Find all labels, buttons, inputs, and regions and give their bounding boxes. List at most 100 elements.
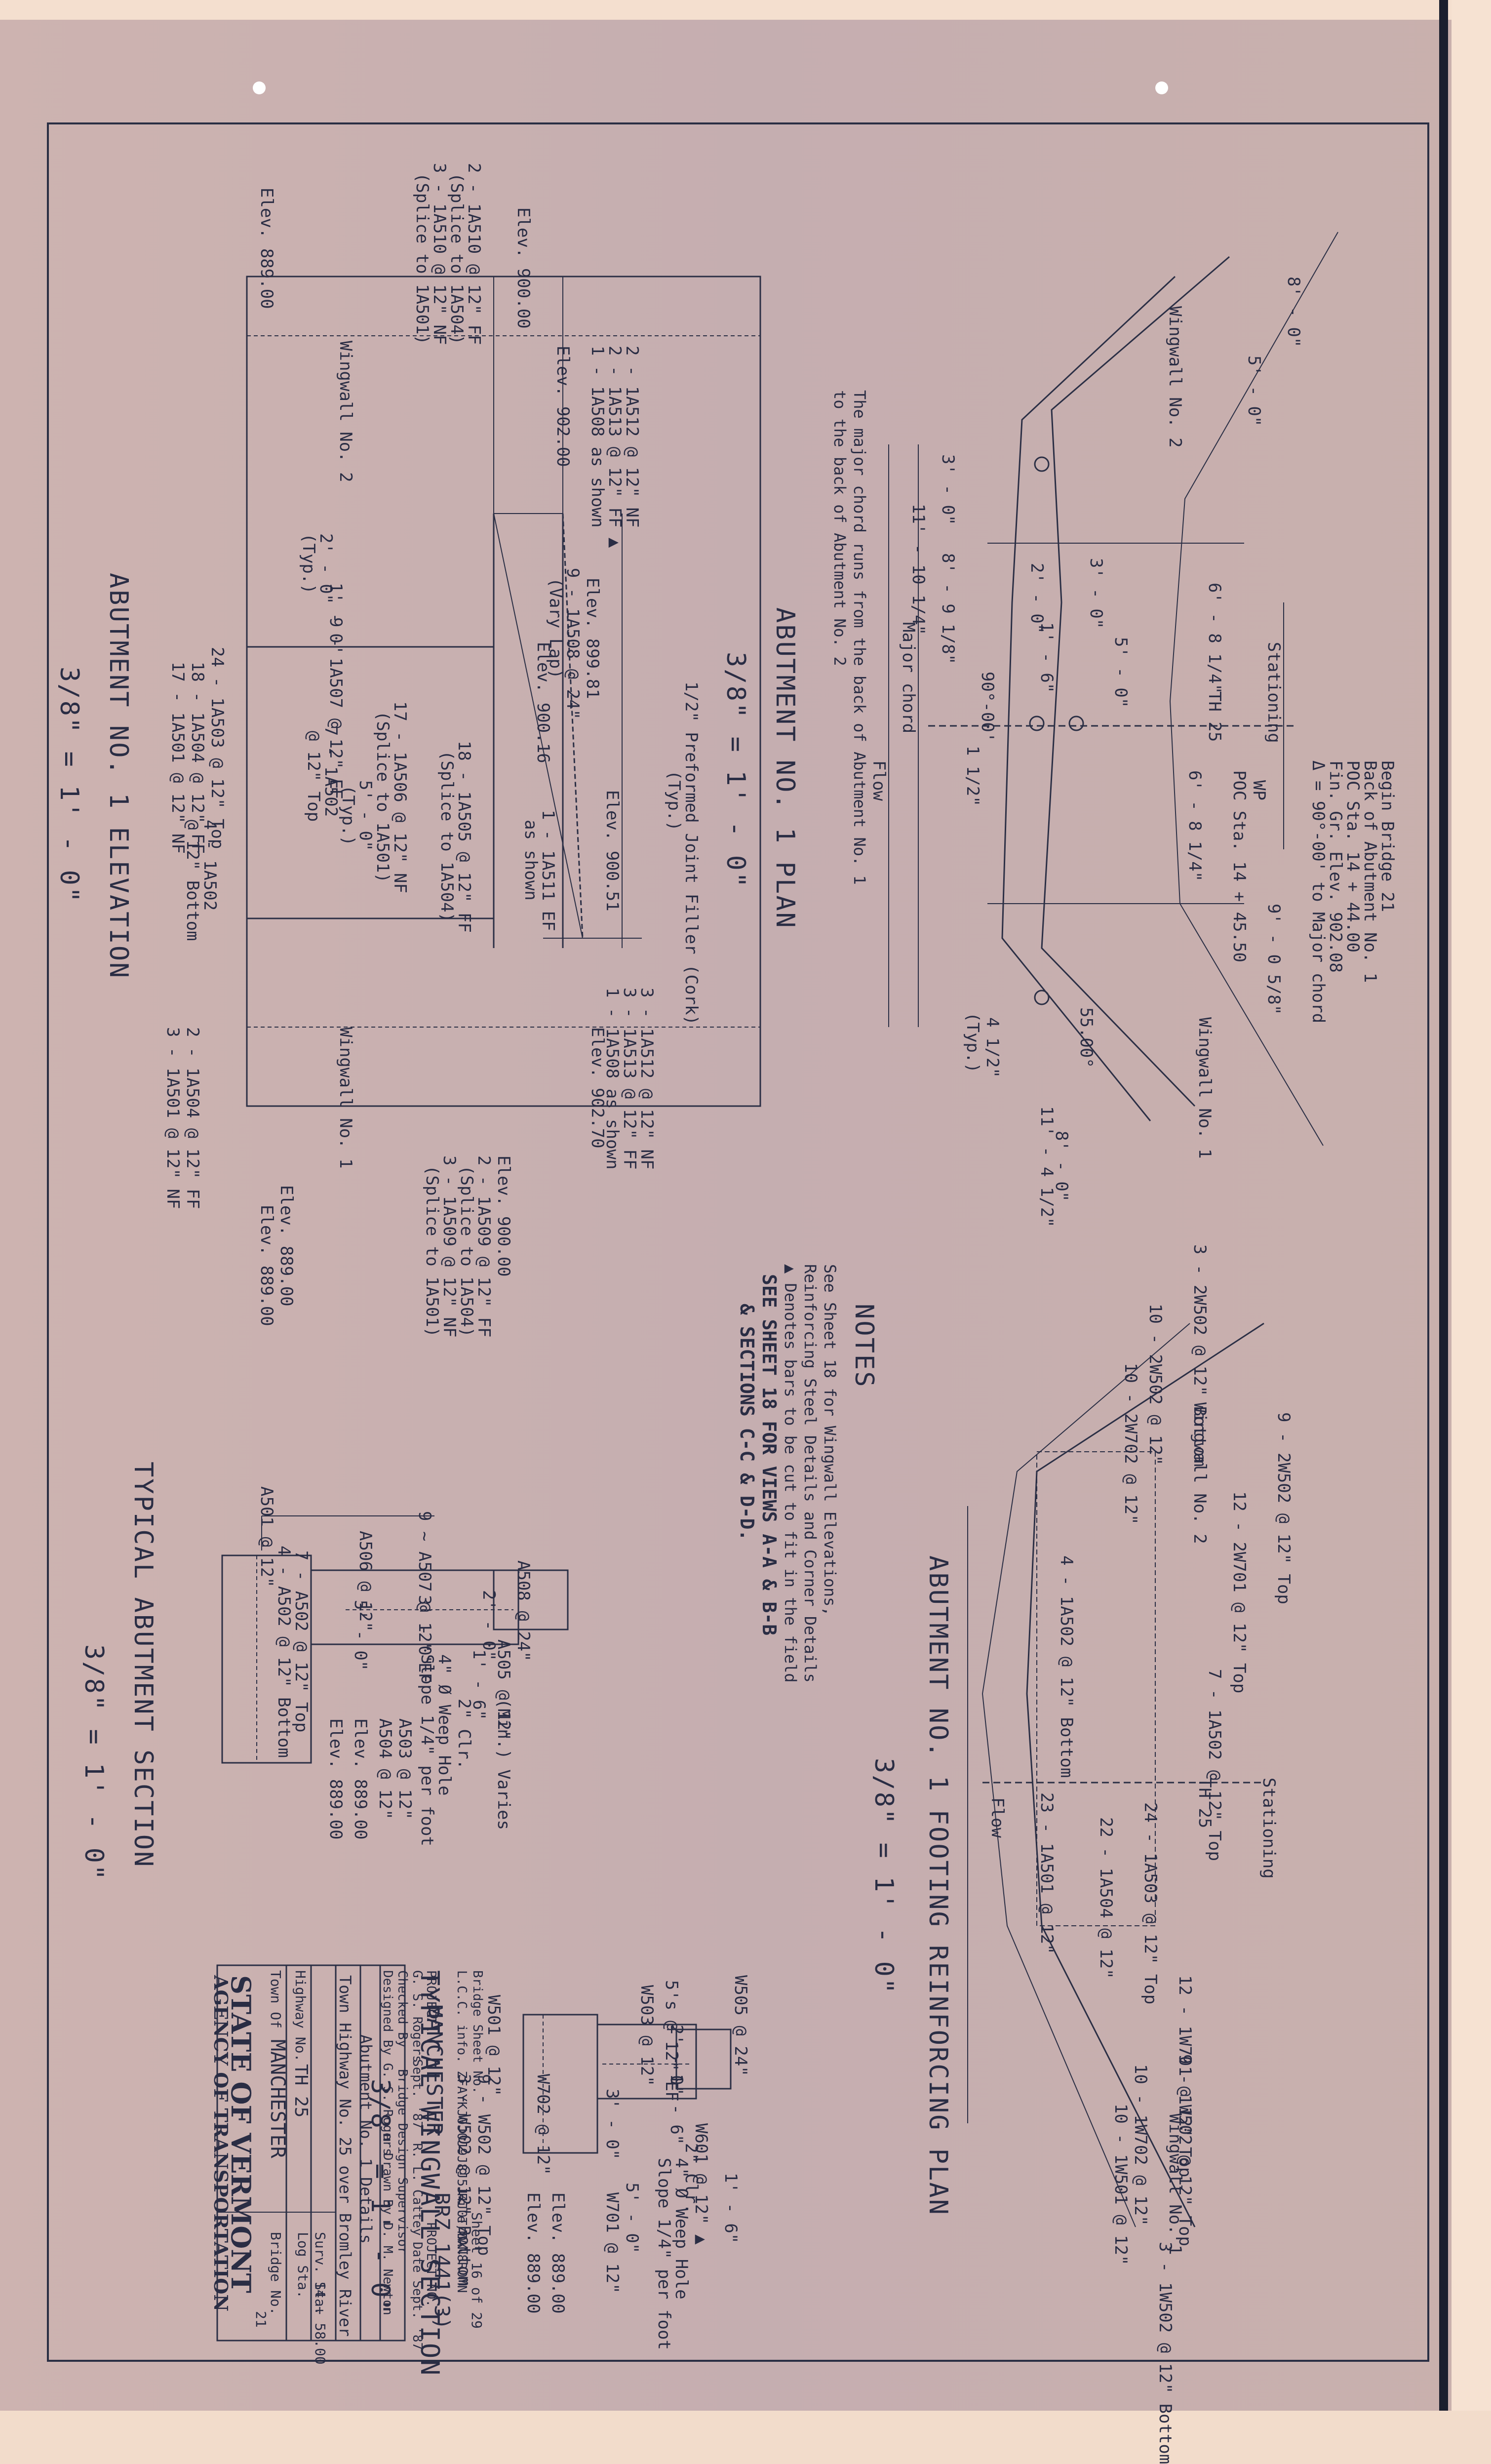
section-label: Slope 1/4" per foot [417,1654,437,1846]
section-label: 7 - A502 @ 12" Top [291,1550,311,1733]
elev-label: Elev. 902.00 [553,346,573,467]
footing-label: 4 - 1A502 @ 12" Bottom [1057,1555,1076,1778]
section-label: A501 @ 12" [257,1486,276,1588]
town-of-label: Town Of [268,1970,284,2029]
bar-callout: (Typ.) [338,785,358,846]
highway-value: TH 25 [291,2064,311,2118]
elevation-dim: (Typ.) [299,533,318,594]
plan-dim: 8' - 0" [1284,277,1303,348]
plan-dim: 3' - 0" [938,454,958,525]
log-sta-label: Log Sta. [295,2232,311,2299]
footing-label: TH 25 [1195,1778,1215,1828]
plan-label: Major chord [899,622,918,734]
note-bold-line: & SECTIONS C-C & D-D. [736,1304,758,1541]
wingwall-section-label: Elev. 889.00 [548,2192,568,2314]
plan-label: to the back of Abutment No. 2 [830,390,849,666]
punch-hole [1155,81,1168,94]
plan-title: ABUTMENT NO. 1 PLAN [770,607,800,929]
bar-callout: (Splice to 1A501) [422,1165,442,1337]
bar-callout: as shown [521,820,541,901]
bar-callout: (Splice to 1A504) [447,173,467,345]
section-label: A504 @ 12" [375,1718,395,1820]
bar-callout: @ 12" Bottom [183,820,202,941]
plan-dim: 4 1/2" [982,1017,1002,1078]
plan-label: Back of Abutment No. 1 [1360,760,1380,983]
wingwall-section-label: W503 @ 12" [637,1985,657,2086]
bar-callout: (Splice to 1A501) [373,711,392,883]
wingwall-section-title: TYPICAL WINGWALL SECTION [415,1970,444,2377]
checked-by: Checked By [395,1970,410,2048]
wingwall-section-dim: 5' - 0" [622,2183,642,2254]
footing-label: 10 - 2W502 @ 12" [1145,1304,1165,1466]
elevation-dim: 1' - 0" [326,583,346,654]
plan-dim: 6' - 8 1/4" [1185,770,1205,882]
town-name: MANCHESTER [266,2039,289,2158]
bar-callout: 5' - 0" [355,780,375,851]
bar-callout: 3 - 1A509 @ 12" NF [439,1155,459,1338]
elev-label: Elev. 889.00 [257,1205,276,1326]
bar-callout: 24 - 1A503 @ 12" Top [207,647,227,849]
bar-callout: 3 - 1A510 @ 12" NF [430,163,449,345]
bar-callout: (Splice to 1A504) [457,1165,476,1337]
footing-label: Wingwall No. 2 [1190,1402,1210,1544]
plan-label: Wingwall No. 1 [1195,1017,1215,1159]
surv-sta-value: 14 + 58.00 [312,2281,328,2365]
elev-label: Elev. 900.00 [513,207,533,329]
bar-callout: 17 - 1A506 @ 12" NF [390,701,410,893]
paper-edge [0,0,1491,20]
section-label: 4 - A502 @ 12" Bottom [274,1546,294,1758]
plan-label: Stationing [1264,642,1284,743]
drawing-border [47,122,1429,2362]
bar-callout: 2 - 1A513 @ 12" FF ▲ [605,346,625,548]
bar-callout: @ 12" Top [304,731,323,822]
plan-label: The major chord runs from the back of Ab… [850,390,869,885]
elevation-title: ABUTMENT NO. 1 ELEVATION [104,573,133,980]
section-label: Elev. 889.00 [326,1718,346,1840]
bar-callout: (Splice to 1A501) [412,173,432,345]
section-label: 4" Ø Weep Hole [434,1654,454,1796]
bar-callout: 2 - 1A510 @ 12" FF [464,163,484,345]
bar-callout: 9 - 1A508 @ 24" [563,568,583,720]
drawing-linework [216,232,1338,2342]
bar-callout: (Typ.) [664,770,684,831]
elevation-scale: 3/8" = 1' - 0" [54,667,84,904]
wingwall-section-lines [522,2014,732,2154]
footing-label: 10 - 2W702 @ 12" [1121,1363,1140,1525]
bar-callout: 4 - 1A502 [200,820,220,911]
note-line: Reinforcing Steel Details and Corner Det… [801,1264,820,1683]
elevation-label: Wingwall No. 1 [336,1027,355,1169]
wingwall-section-dim: 2" Clr. [681,2143,701,2214]
bar-callout: 3 - 1A512 @ 12" NF [637,988,657,1170]
plan-label: Flow [869,760,889,801]
plan-label: Wingwall No. 2 [1165,306,1185,448]
agency-subtitle: AGENCY OF TRANSPORTATION [210,1975,232,2312]
section-label: Elev. 889.00 [351,1718,370,1840]
wingwall-section-dim: 1' - 6" [721,2173,741,2244]
notes-heading: NOTES [849,1304,879,1389]
abutment-plan-lines [888,232,1338,1146]
bar-callout: 2 - 1A509 @ 12" FF [474,1155,494,1338]
bar-callout: (Vary Lap) [546,578,565,679]
abutment-section-lines [221,1515,569,1764]
section-dim: 3' - 0" [415,1595,434,1666]
description-line-1: Town Highway No. 25 over Bromley River [336,1975,354,2337]
plan-dim: (Typ.) [963,1012,982,1073]
bridge-no-label: Bridge No. [268,2232,284,2315]
wingwall-section-dim: 1' - 6" [667,2074,686,2145]
elev-label: Elev. 889.00 [257,188,276,309]
plan-label: Begin Bridge 21 [1377,760,1397,913]
elev-label: Elev. 900.00 [494,1155,513,1277]
footing-label: 22 - 1A504 @ 12" [1096,1817,1116,1979]
bar-callout: 18 - 1A505 @ 12" FF [454,741,474,933]
bar-callout: 7 - 1A502 [321,726,341,817]
wingwall-section-scale: 3/8" = 1' - 0" [365,2079,395,2316]
plan-dim: 8' - 9 1/8" [938,553,958,665]
section-dim: 5' - 0" [351,1600,370,1671]
plan-dim: 1' - 6" [1037,622,1057,693]
footing-label: 9 - 2W502 @ 12" Top [1274,1412,1294,1604]
bar-callout: (Splice to 1A504) [437,751,457,922]
wingwall-section-dim: 3' - 0" [602,2089,622,2160]
plan-label: POC Sta. 14 + 44.00 [1343,760,1363,953]
plan-scale: 3/8" = 1' - 0" [721,652,750,889]
